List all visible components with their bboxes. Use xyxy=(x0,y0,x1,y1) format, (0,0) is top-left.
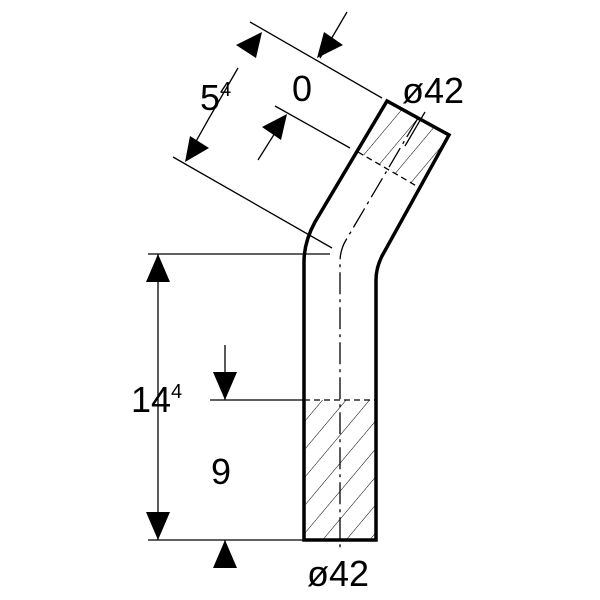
lower-length-superscript: 4 xyxy=(171,381,182,403)
lower-diameter-label: ø42 xyxy=(307,553,369,594)
arrow-icon xyxy=(146,254,170,282)
arrow-icon xyxy=(185,136,209,162)
upper-offset-label: 0 xyxy=(292,68,312,109)
arrow-icon xyxy=(236,32,262,58)
pipe-outline xyxy=(302,98,452,542)
upper-diameter-label: ø42 xyxy=(402,70,464,111)
upper-socket-depth-line xyxy=(357,151,421,189)
arrow-icon xyxy=(213,372,237,400)
upper-socket-hatch xyxy=(358,101,449,188)
extension-lines xyxy=(148,11,426,568)
arrow-icon xyxy=(317,32,343,58)
arrow-icon xyxy=(262,114,287,140)
upper-length-superscript: 4 xyxy=(220,79,231,101)
arrowheads xyxy=(146,32,343,568)
arrow-icon xyxy=(146,512,170,540)
upper-length-label: 54 xyxy=(200,77,231,118)
lower-length-base: 14 xyxy=(131,379,171,420)
upper-length-base: 5 xyxy=(200,77,220,118)
centerline xyxy=(339,117,419,552)
lower-insertion-label: 9 xyxy=(211,451,231,492)
arrow-icon xyxy=(213,540,237,568)
lower-length-label: 144 xyxy=(131,379,182,420)
